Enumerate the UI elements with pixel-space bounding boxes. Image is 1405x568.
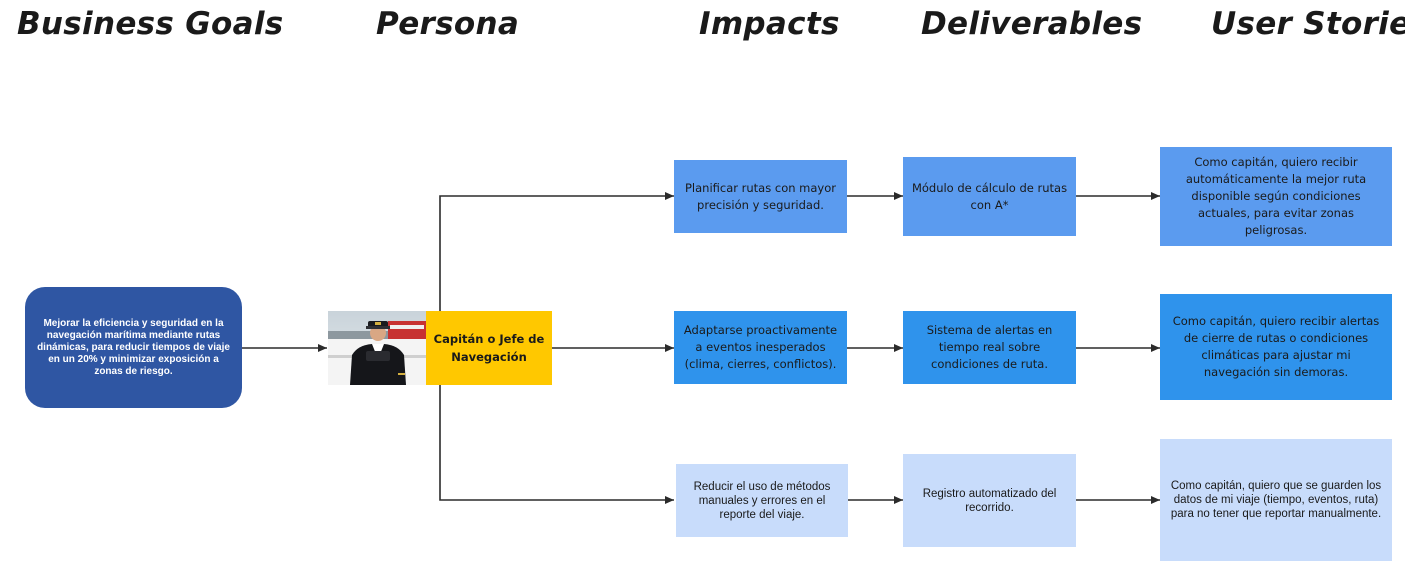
header-user-stories: User Stories	[1211, 6, 1405, 42]
deliverable-text-3: Registro automatizado del recorrido.	[922, 487, 1057, 514]
arrow-persona-to-impact-1	[439, 192, 674, 311]
captain-photo	[328, 311, 426, 385]
impact-text-3: Reducir el uso de métodos manuales y err…	[693, 480, 831, 521]
user-story-text-1: Como capitán, quiero recibir automáticam…	[1185, 155, 1367, 237]
user-story-box-2[interactable]: Como capitán, quiero recibir alertas de …	[1160, 294, 1392, 400]
deliverable-text-1: Módulo de cálculo de rutas con A*	[911, 180, 1068, 212]
impact-text-2: Adaptarse proactivamente a eventos inesp…	[683, 323, 838, 371]
persona-box[interactable]: Capitán o Jefe de Navegación	[426, 311, 552, 385]
impact-text-1: Planificar rutas con mayor precisión y s…	[685, 180, 836, 212]
user-story-text-2: Como capitán, quiero recibir alertas de …	[1172, 314, 1380, 379]
business-goal-text: Mejorar la eficiencia y seguridad en la …	[37, 317, 230, 377]
arrow-persona-to-impact-3	[439, 385, 674, 504]
deliverable-box-2[interactable]: Sistema de alertas en tiempo real sobre …	[903, 311, 1076, 384]
deliverable-box-3[interactable]: Registro automatizado del recorrido.	[903, 454, 1076, 547]
header-persona: Persona	[376, 6, 520, 42]
persona-label: Capitán o Jefe de Navegación	[433, 332, 545, 364]
user-story-box-1[interactable]: Como capitán, quiero recibir automáticam…	[1160, 147, 1392, 246]
business-goal-box[interactable]: Mejorar la eficiencia y seguridad en la …	[25, 287, 242, 408]
header-business-goals: Business Goals	[17, 6, 284, 42]
impact-box-2[interactable]: Adaptarse proactivamente a eventos inesp…	[674, 311, 847, 384]
deliverable-box-1[interactable]: Módulo de cálculo de rutas con A*	[903, 157, 1076, 236]
header-impacts: Impacts	[699, 6, 840, 42]
deliverable-text-2: Sistema de alertas en tiempo real sobre …	[926, 323, 1053, 371]
impact-box-1[interactable]: Planificar rutas con mayor precisión y s…	[674, 160, 847, 233]
user-story-box-3[interactable]: Como capitán, quiero que se guarden los …	[1160, 439, 1392, 561]
header-deliverables: Deliverables	[921, 6, 1143, 42]
user-story-text-3: Como capitán, quiero que se guarden los …	[1170, 480, 1382, 520]
impact-box-3[interactable]: Reducir el uso de métodos manuales y err…	[676, 464, 848, 537]
